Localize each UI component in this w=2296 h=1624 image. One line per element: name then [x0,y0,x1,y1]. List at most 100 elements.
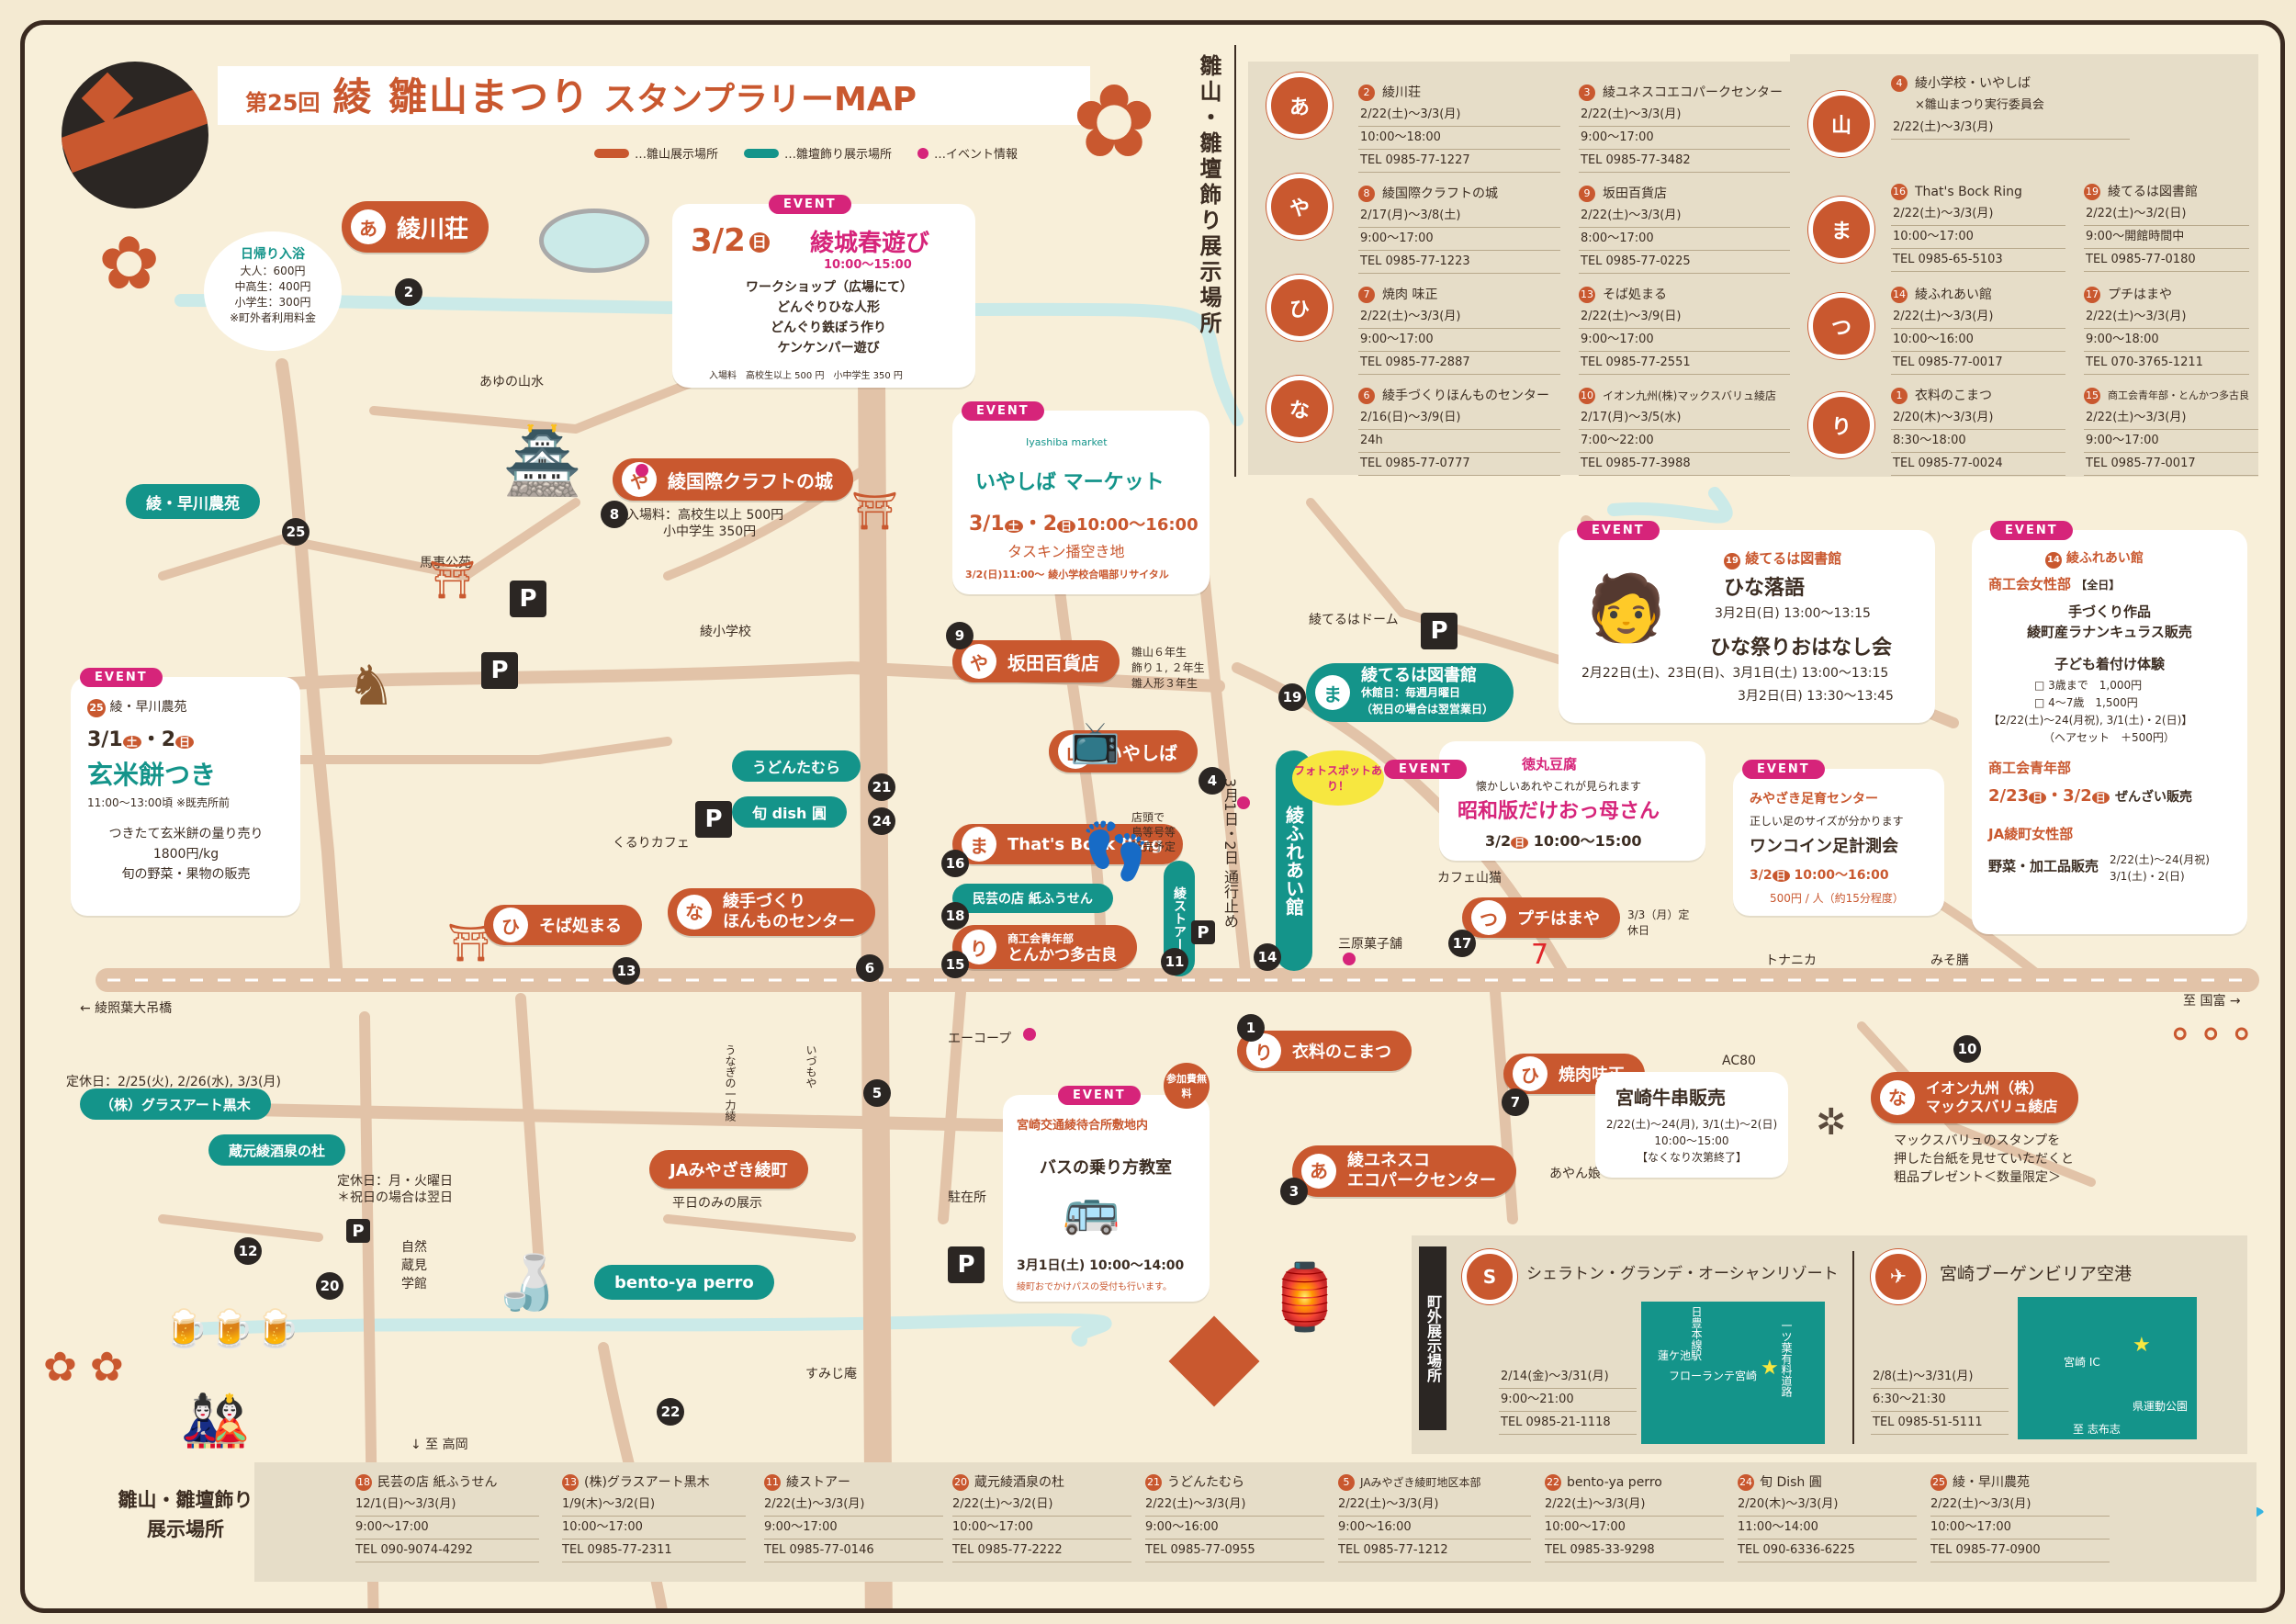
marker-15[interactable]: 15 [941,951,969,978]
marker-8[interactable]: 8 [601,501,628,528]
beer-bottles-icon: 🍺🍺🍺 [163,1308,300,1350]
label-udon-tamura[interactable]: うどんたむら [732,750,861,782]
marker-12[interactable]: 12 [234,1237,262,1265]
event-card-fureai[interactable]: EVENT 14 綾ふれあい館 商工会女性部 【全日】 手づくり作品綾町産ラナン… [1972,521,2247,934]
parking-icon: P [948,1246,985,1283]
fureai-section-1: 商工会女性部 【全日】 [1988,576,2121,592]
torii-icon: ⛩ [851,491,898,533]
event-pin[interactable] [1343,953,1356,965]
direction-down: ↓ 至 高岡 [411,1438,468,1452]
marker-18[interactable]: 18 [941,902,969,930]
marker-6[interactable]: 6 [856,954,884,982]
label-ayakawaso[interactable]: あ綾川荘 [342,201,490,253]
label-bento-ya-perro[interactable]: bento-ya perro [594,1265,774,1300]
label-unesco-center[interactable]: あ綾ユネスコ エコパークセンター [1292,1145,1516,1197]
marker-25[interactable]: 25 [282,518,310,546]
marker-3[interactable]: 3 [1280,1178,1308,1205]
event-card-foot-measure[interactable]: EVENT みやざき足育センター 正しい足のサイズが分かります ワンコイン足計測… [1733,760,1944,916]
label-iyashiba[interactable]: 山いやしば [1049,730,1198,773]
directory-col1-bg [1248,62,1845,475]
marker-5[interactable]: 5 [863,1079,891,1107]
marker-24[interactable]: 24 [868,807,895,835]
place-sumijian: すみじ庵 [805,1367,857,1382]
directory-symbol: つ [1808,293,1874,359]
marker-13[interactable]: 13 [613,957,640,985]
label-sakata[interactable]: や坂田百貨店 [952,640,1120,682]
label-glassart[interactable]: （株）グラスアート黒木 [80,1088,271,1120]
photo-spot-badge: フォトスポットあり！ [1292,750,1384,806]
marker-22[interactable]: 22 [657,1398,684,1426]
label-kamifusen[interactable]: 民芸の店 紙ふうせん [952,884,1113,913]
event-place: 19 綾てるは図書館 [1724,548,1841,570]
marker-7[interactable]: 7 [1502,1088,1529,1116]
event-title: バスの乗り方教室 [1040,1158,1172,1178]
event-pin[interactable] [636,464,648,477]
label-hayakawa-noen[interactable]: 綾・早川農苑 [126,484,260,519]
onsen-price-box: 日帰り入浴 大人：600円 中高生：400円 小学生：300円 ※町外者利用料金 [204,231,342,351]
road-closed-note: 3月1日・2日 通行止め [1221,778,1239,929]
directory-symbol: ま [1808,197,1874,263]
marker-14[interactable]: 14 [1254,943,1281,971]
lantern-icon: 🏮 [1265,1259,1345,1335]
label-teruha-library[interactable]: ま綾てるは図書館休館日：毎週月曜日（祝日の場合は翌営業日） [1306,663,1514,722]
event-title: 綾城春遊び [810,230,930,257]
event-title: ひな落語 [1724,577,1806,600]
place-aya-elementary: 綾小学校 [700,625,751,639]
dango-icon: ⚬⚬⚬ [2165,1014,2257,1056]
marker-2[interactable]: 2 [395,278,422,306]
label-soba-maru[interactable]: ひそば処まる [484,905,642,945]
event-items: ワークショップ（広場にて）どんぐりひな人形どんぐり鉄ぼう作りケンケンパー遊び [746,280,913,355]
label-shun-dish[interactable]: 旬 dish 圓 [732,796,847,828]
marker-9[interactable]: 9 [946,622,974,649]
label-tonkatsu[interactable]: り商工会青年部とんかつ多古良 [952,925,1137,969]
label-ja-ayacho[interactable]: JAみやざき綾町 [649,1150,808,1189]
label-maxvalu[interactable]: なイオン九州（株） マックスバリュ綾店 [1871,1072,2078,1123]
event-fee: 入場料 高校生以上 500 円 小中学生 350 円 [709,371,903,381]
place-shizengura: 自然蔵見学館 [401,1240,427,1291]
marker-4[interactable]: 4 [1199,767,1226,795]
marker-10[interactable]: 10 [1953,1035,1981,1063]
event-pin[interactable] [1237,796,1250,809]
ja-note: 平日のみの展示 [672,1196,762,1211]
marker-20[interactable]: 20 [316,1272,343,1300]
sheraton-entry: 2/14(金)～3/31(月) 9:00～21:00 TEL 0985-21-1… [1499,1366,1637,1435]
event-note: 綾町おでかけパスの受付も行います。 [1017,1282,1172,1292]
event-card-tokumaru[interactable]: EVENT 徳丸豆腐 懐かしいあれやこれが見られます 昭和版だけおっ母さん 3/… [1384,741,1705,861]
marker-17[interactable]: 17 [1448,930,1476,957]
label-craft-castle[interactable]: や綾国際クラフトの城 [613,458,853,501]
event-fee: 500円 / 人（約15分程度） [1770,892,1904,905]
place-a-coop: エーコープ [948,1032,1012,1046]
marker-21[interactable]: 21 [868,773,895,801]
event-card-bus[interactable]: EVENT 参加費無料 宮崎交通綾待合所敷地内 バスの乗り方教室 🚌 3月1日(… [1003,1063,1210,1302]
marker-19[interactable]: 19 [1278,683,1306,711]
marker-11[interactable]: 11 [1161,948,1188,976]
label-honmono-center[interactable]: な綾手づくり ほんものセンター [668,888,875,936]
label-koromo-komatsu[interactable]: り衣料のこまつ [1237,1031,1412,1071]
marker-16[interactable]: 16 [941,850,969,877]
event-date: 3月1日(土) 10:00～14:00 [1017,1258,1185,1273]
label-shusen-no-mori[interactable]: 蔵元綾酒泉の杜 [208,1134,346,1166]
event-title-2: ひな祭りおはなし会 [1710,637,1893,660]
event-card-library[interactable]: EVENT 🧑 19 綾てるは図書館 ひな落語 3月2日(日) 13:00～13… [1559,521,1935,723]
horse-icon: ♞ [346,654,396,718]
label-puchi-hamaya[interactable]: つプチはまや [1462,897,1620,938]
sheraton-mini-map: 蓮ケ池駅 フローランテ宮崎 日豊本線 一ツ葉有料道路 ★ [1641,1302,1825,1444]
event-pin[interactable] [1023,1028,1036,1041]
marker-1[interactable]: 1 [1237,1014,1265,1042]
event-place: 徳丸豆腐 [1522,756,1578,773]
sakura-icon: ✿ [98,220,161,306]
